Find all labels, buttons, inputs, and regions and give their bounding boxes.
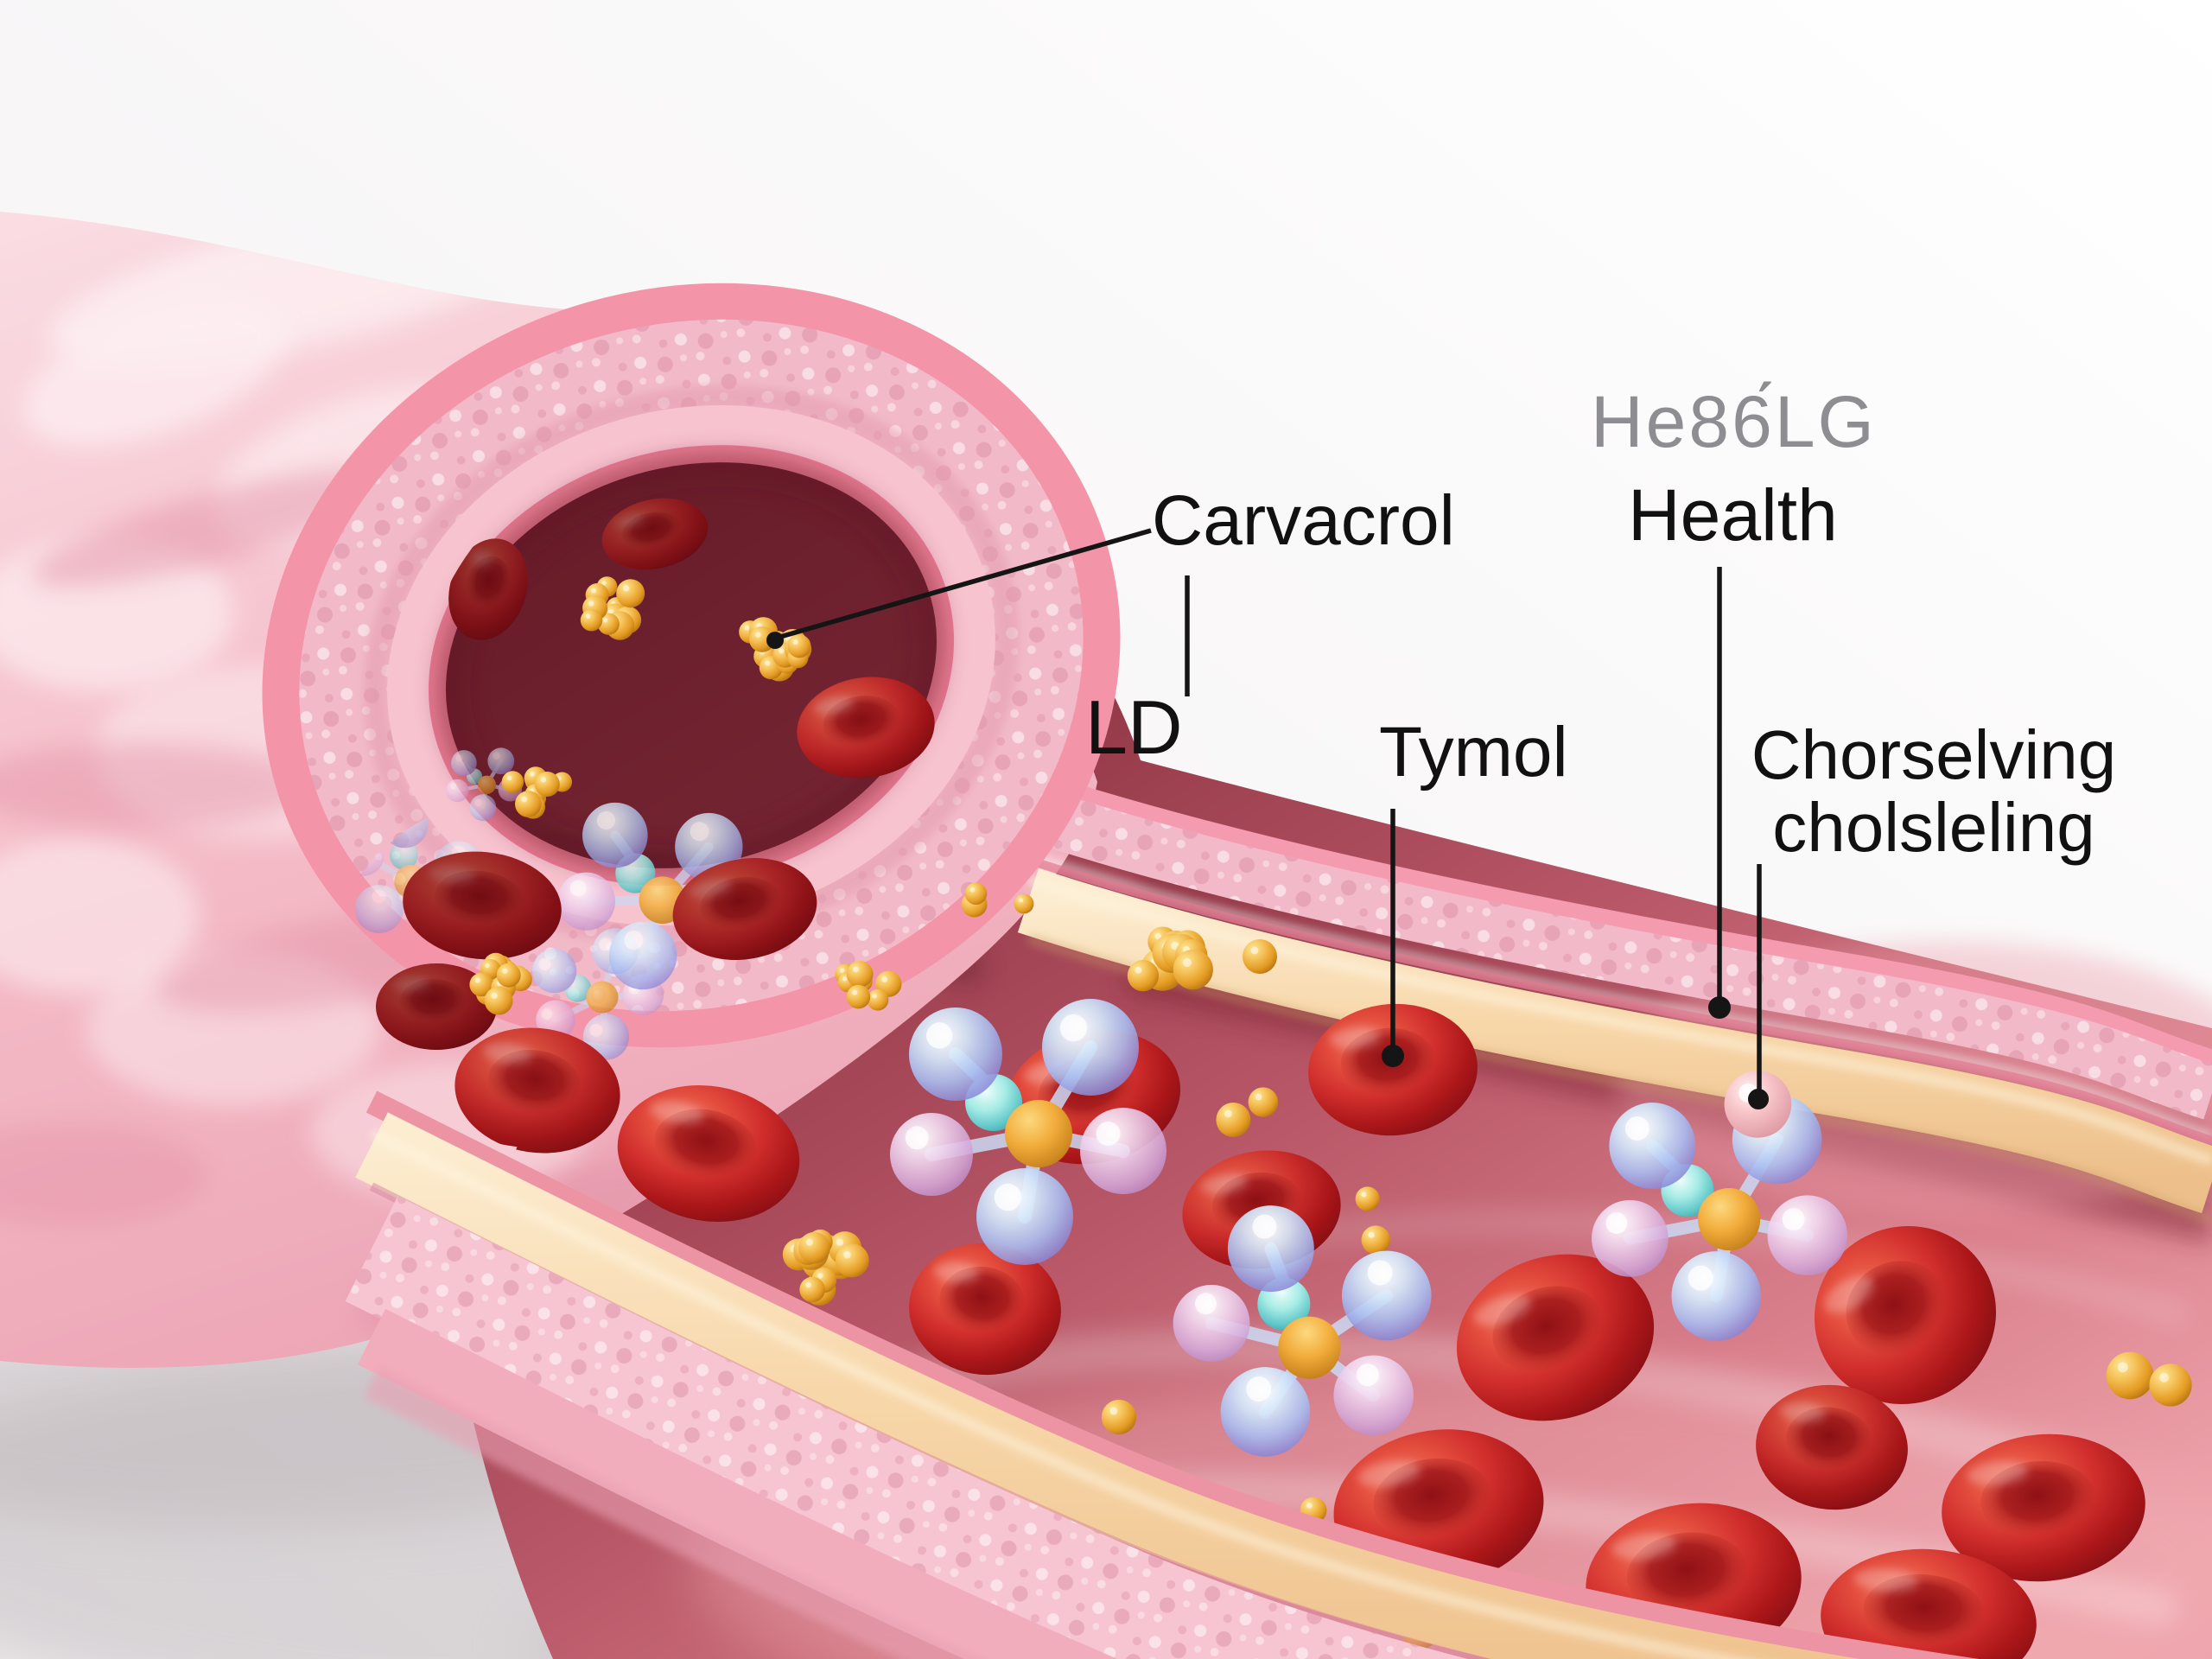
cholesterol-line-dot: [1748, 1089, 1769, 1109]
molecule-bubble-atom: [976, 1168, 1073, 1265]
red-blood-cell: [376, 963, 497, 1050]
molecule-orange-atom: [586, 981, 619, 1014]
molecule-orange-atom: [1005, 1100, 1072, 1167]
tymol-line-dot: [1382, 1045, 1404, 1067]
label-ld: LD: [1085, 684, 1183, 770]
molecule-bubble-atom: [1220, 1367, 1311, 1457]
molecule-bubble-atom: [487, 747, 515, 775]
red-blood-cell: [448, 538, 528, 640]
molecule-bubble-atom: [1609, 1103, 1696, 1189]
molecule-bubble-atom: [1671, 1251, 1762, 1341]
label-health: Health: [1628, 474, 1838, 556]
essential-oil-molecule: [890, 999, 1166, 1265]
ldl-cholesterol-cluster: [501, 766, 573, 819]
ldl-cholesterol-cluster: [739, 617, 812, 682]
red-blood-cell: [403, 851, 562, 960]
red-blood-cell: [1456, 1254, 1655, 1421]
red-blood-cell: [1756, 1384, 1908, 1510]
molecule-bubble-atom: [1080, 1108, 1166, 1194]
label-cholesterol-line2: cholsleling: [1772, 789, 2095, 866]
molecule-teal-atom: [389, 841, 418, 870]
molecule-bubble-atom: [890, 1113, 973, 1196]
label-carvacrol: Carvacrol: [1152, 481, 1455, 560]
molecule-bubble-atom: [1042, 999, 1139, 1096]
molecule-bubble-atom: [1227, 1205, 1314, 1293]
molecule-bubble-atom: [451, 750, 477, 776]
molecules-front: [890, 999, 1847, 1457]
ldl-cholesterol-cluster: [1242, 938, 1278, 975]
ldl-particles: [469, 576, 2192, 1650]
red-blood-cell: [601, 498, 709, 570]
carvacrol-line-dot: [766, 632, 784, 649]
carvacrol-line: [779, 528, 1152, 639]
ldl-cholesterol-cluster: [1127, 926, 1213, 992]
red-blood-cell: [617, 1085, 800, 1222]
red-blood-cell: [1308, 1003, 1478, 1136]
ldl-cholesterol-cluster: [1014, 893, 1034, 914]
label-cholesterol-line1: Chorselving: [1751, 716, 2117, 793]
ldl-cholesterol-cluster: [469, 952, 532, 1015]
artery-outer-wall: [0, 212, 1097, 1368]
red-blood-cell: [672, 858, 817, 960]
red-blood-cell: [454, 1027, 620, 1154]
ldl-cholesterol-cluster: [961, 882, 988, 918]
molecule-bubble-atom: [1592, 1199, 1669, 1277]
molecule-orange-atom: [1698, 1188, 1761, 1251]
red-blood-cell: [1814, 1225, 1997, 1405]
ldl-cholesterol-cluster: [2149, 1363, 2192, 1407]
molecule-orange-atom: [477, 775, 497, 795]
molecule-bubble-atom: [1333, 1355, 1414, 1436]
ldl-cholesterol-cluster: [2106, 1351, 2154, 1400]
essential-oil-molecule: [1173, 1205, 1432, 1457]
essential-oil-molecule: [446, 747, 522, 822]
ldl-cholesterol-cluster: [1101, 1399, 1137, 1435]
lumen-contents: [342, 498, 2192, 1659]
molecule-bubble-atom: [354, 885, 404, 934]
molecule-bubble-atom: [909, 1007, 1002, 1101]
molecule-orange-atom: [1278, 1316, 1341, 1379]
ldl-cholesterol-cluster: [1216, 1087, 1279, 1137]
artery-cut-ring: [262, 283, 1121, 1048]
molecule-bubble-atom: [1767, 1195, 1847, 1275]
health-line-dot: [1708, 996, 1731, 1019]
ldl-cholesterol-cluster: [580, 576, 645, 640]
ldl-cholesterol-cluster: [782, 1229, 869, 1306]
ring-outer-rim: [262, 283, 1121, 1048]
label-tymol: Tymol: [1379, 713, 1568, 791]
molecule-bubble-atom: [469, 794, 497, 822]
red-blood-cell: [1942, 1433, 2145, 1582]
molecule-bubble-atom: [1341, 1250, 1432, 1341]
leader-lines: [766, 528, 1769, 1109]
label-watermark: He86́LG: [1591, 381, 1877, 462]
ldl-cholesterol-cluster: [835, 961, 902, 1011]
red-blood-cell: [797, 677, 935, 779]
molecule-bubble-atom: [1173, 1284, 1250, 1362]
label-cholesterol: Chorselving cholsleling: [1745, 719, 2122, 864]
red-blood-cell: [909, 1243, 1061, 1376]
ring-inner-shadow: [439, 455, 944, 875]
red-blood-cells: [376, 498, 2145, 1659]
ldl-cholesterol-cluster: [1355, 1186, 1390, 1255]
molecule-bubble-atom: [446, 779, 469, 803]
